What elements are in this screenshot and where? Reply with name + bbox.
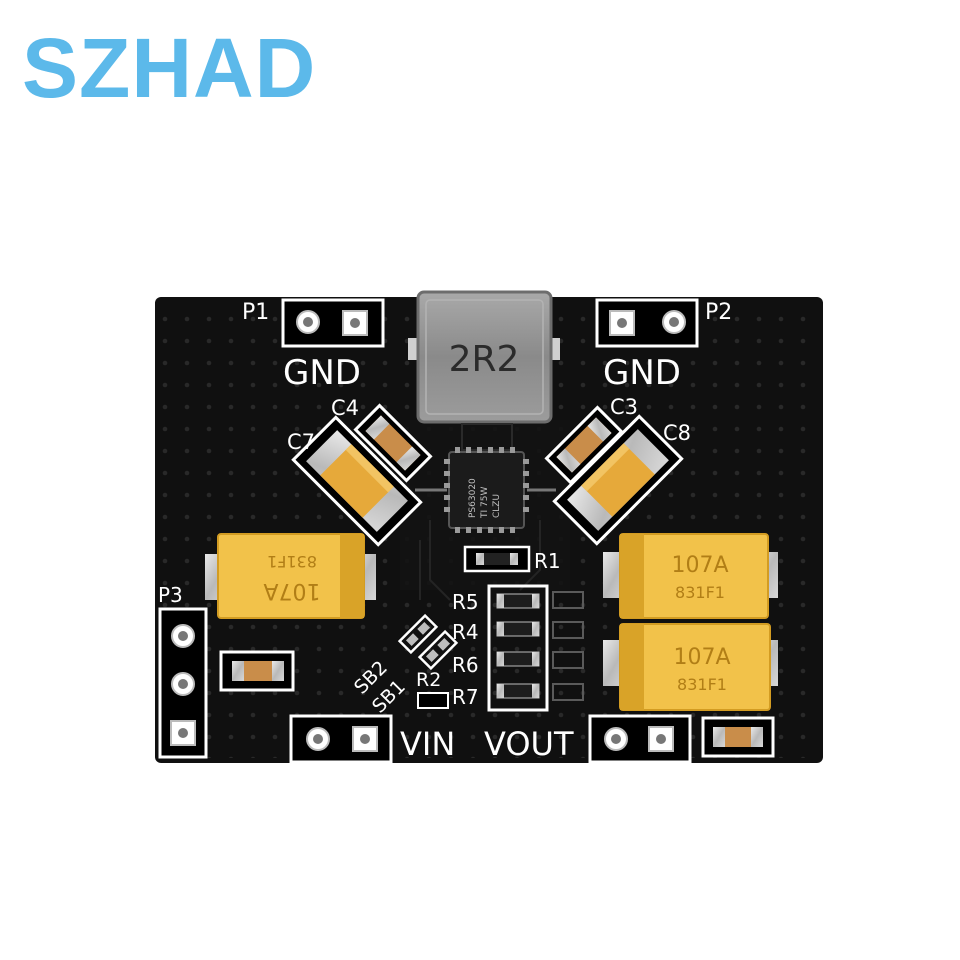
brand-watermark: SZHAD bbox=[22, 21, 317, 115]
label-vout: VOUT bbox=[484, 725, 574, 763]
capacitor-right-small bbox=[701, 716, 775, 758]
resistor-r1 bbox=[463, 545, 531, 573]
label-p1: P1 bbox=[242, 300, 269, 325]
tantalum-left-top-marking: 107A bbox=[263, 578, 320, 603]
label-r4: R4 bbox=[452, 620, 479, 644]
capacitor-c3 bbox=[544, 405, 624, 485]
header-vout bbox=[588, 714, 692, 764]
label-c8: C8 bbox=[663, 421, 691, 445]
label-p3: P3 bbox=[158, 583, 183, 607]
label-r6: R6 bbox=[452, 653, 479, 677]
label-p2: P2 bbox=[705, 300, 732, 325]
header-vin bbox=[289, 714, 393, 764]
regulator-ic bbox=[444, 423, 529, 533]
ic-marking-2: TI 75W bbox=[480, 487, 490, 519]
inductor-marking: 2R2 bbox=[449, 339, 520, 380]
label-gnd-left: GND bbox=[283, 353, 361, 393]
tantalum-right-top-marking: 107A bbox=[671, 553, 728, 578]
label-vin: VIN bbox=[400, 725, 455, 763]
label-r1: R1 bbox=[534, 549, 561, 573]
tantalum-cap-left bbox=[205, 533, 376, 619]
tantalum-left-bottom-marking: 831F1 bbox=[267, 552, 317, 571]
tantalum-right-bottom-marking: 107A bbox=[673, 645, 730, 670]
ic-marking-1: PS63020 bbox=[468, 478, 478, 518]
capacitor-c8 bbox=[552, 414, 684, 546]
header-p3 bbox=[158, 607, 208, 759]
label-r5: R5 bbox=[452, 590, 479, 614]
inductor bbox=[408, 290, 560, 424]
label-c7: C7 bbox=[287, 430, 315, 454]
label-r7: R7 bbox=[452, 685, 479, 709]
tantalum-right-top-bottom-marking: 831F1 bbox=[675, 583, 725, 602]
header-p2 bbox=[595, 298, 699, 348]
capacitor-c7 bbox=[291, 415, 423, 547]
tantalum-cap-right-bottom bbox=[603, 623, 778, 711]
capacitor-c4 bbox=[353, 403, 433, 483]
solder-bridges bbox=[397, 613, 459, 671]
label-r2: R2 bbox=[416, 669, 441, 691]
resistor-array bbox=[487, 584, 584, 712]
ic-marking-3: CLZU bbox=[492, 494, 502, 518]
label-gnd-right: GND bbox=[603, 353, 681, 393]
tantalum-right-bottom-bottom-marking: 831F1 bbox=[677, 675, 727, 694]
resistor-r2 bbox=[417, 692, 449, 709]
tantalum-cap-right-top bbox=[603, 533, 778, 619]
header-p1 bbox=[281, 298, 385, 348]
label-c3: C3 bbox=[610, 395, 638, 419]
capacitor-left-small bbox=[219, 650, 295, 692]
